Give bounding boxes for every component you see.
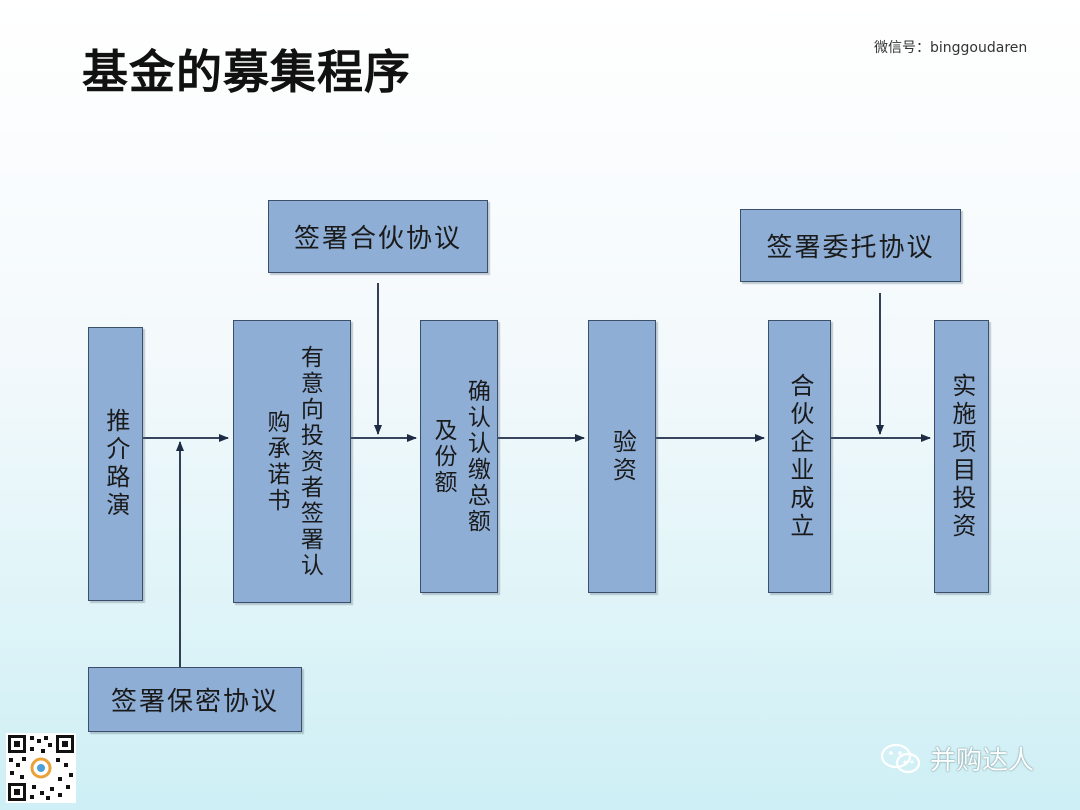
capital-verification-box: 验资 bbox=[588, 320, 656, 593]
confirm-subscription-label: 确认认缴总额及份额 bbox=[430, 378, 490, 535]
partnership-agreement-label: 签署合伙协议 bbox=[293, 224, 462, 254]
brand-name: 并购达人 bbox=[930, 746, 1035, 776]
roadshow-label: 推介路演 bbox=[101, 408, 130, 520]
partnership-agreement-box: 签署合伙协议 bbox=[268, 200, 488, 273]
project-investment-box: 实施项目投资 bbox=[934, 320, 989, 593]
capital-verification-label: 验资 bbox=[608, 428, 637, 485]
wechat-id: 微信号：binggoudaren bbox=[874, 40, 1028, 56]
roadshow-box: 推介路演 bbox=[88, 327, 143, 601]
confirm-subscription-box: 确认认缴总额及份额 bbox=[420, 320, 498, 593]
brand-watermark: 并购达人 bbox=[880, 740, 1034, 777]
investor-commitment-box: 有意向投资者签署认购承诺书 bbox=[233, 320, 351, 603]
confidential-agreement-box: 签署保密协议 bbox=[88, 667, 302, 732]
wechat-icon bbox=[880, 743, 921, 773]
partnership-established-label: 合伙企业成立 bbox=[785, 372, 814, 541]
page-title: 基金的募集程序 bbox=[82, 45, 411, 99]
entrust-agreement-label: 签署委托协议 bbox=[766, 233, 935, 263]
partnership-established-box: 合伙企业成立 bbox=[768, 320, 831, 593]
investor-commitment-label: 有意向投资者签署认购承诺书 bbox=[263, 344, 323, 579]
qr-code-icon bbox=[6, 733, 76, 803]
entrust-agreement-box: 签署委托协议 bbox=[740, 209, 961, 282]
project-investment-label: 实施项目投资 bbox=[947, 372, 976, 541]
confidential-agreement-label: 签署保密协议 bbox=[110, 687, 279, 717]
